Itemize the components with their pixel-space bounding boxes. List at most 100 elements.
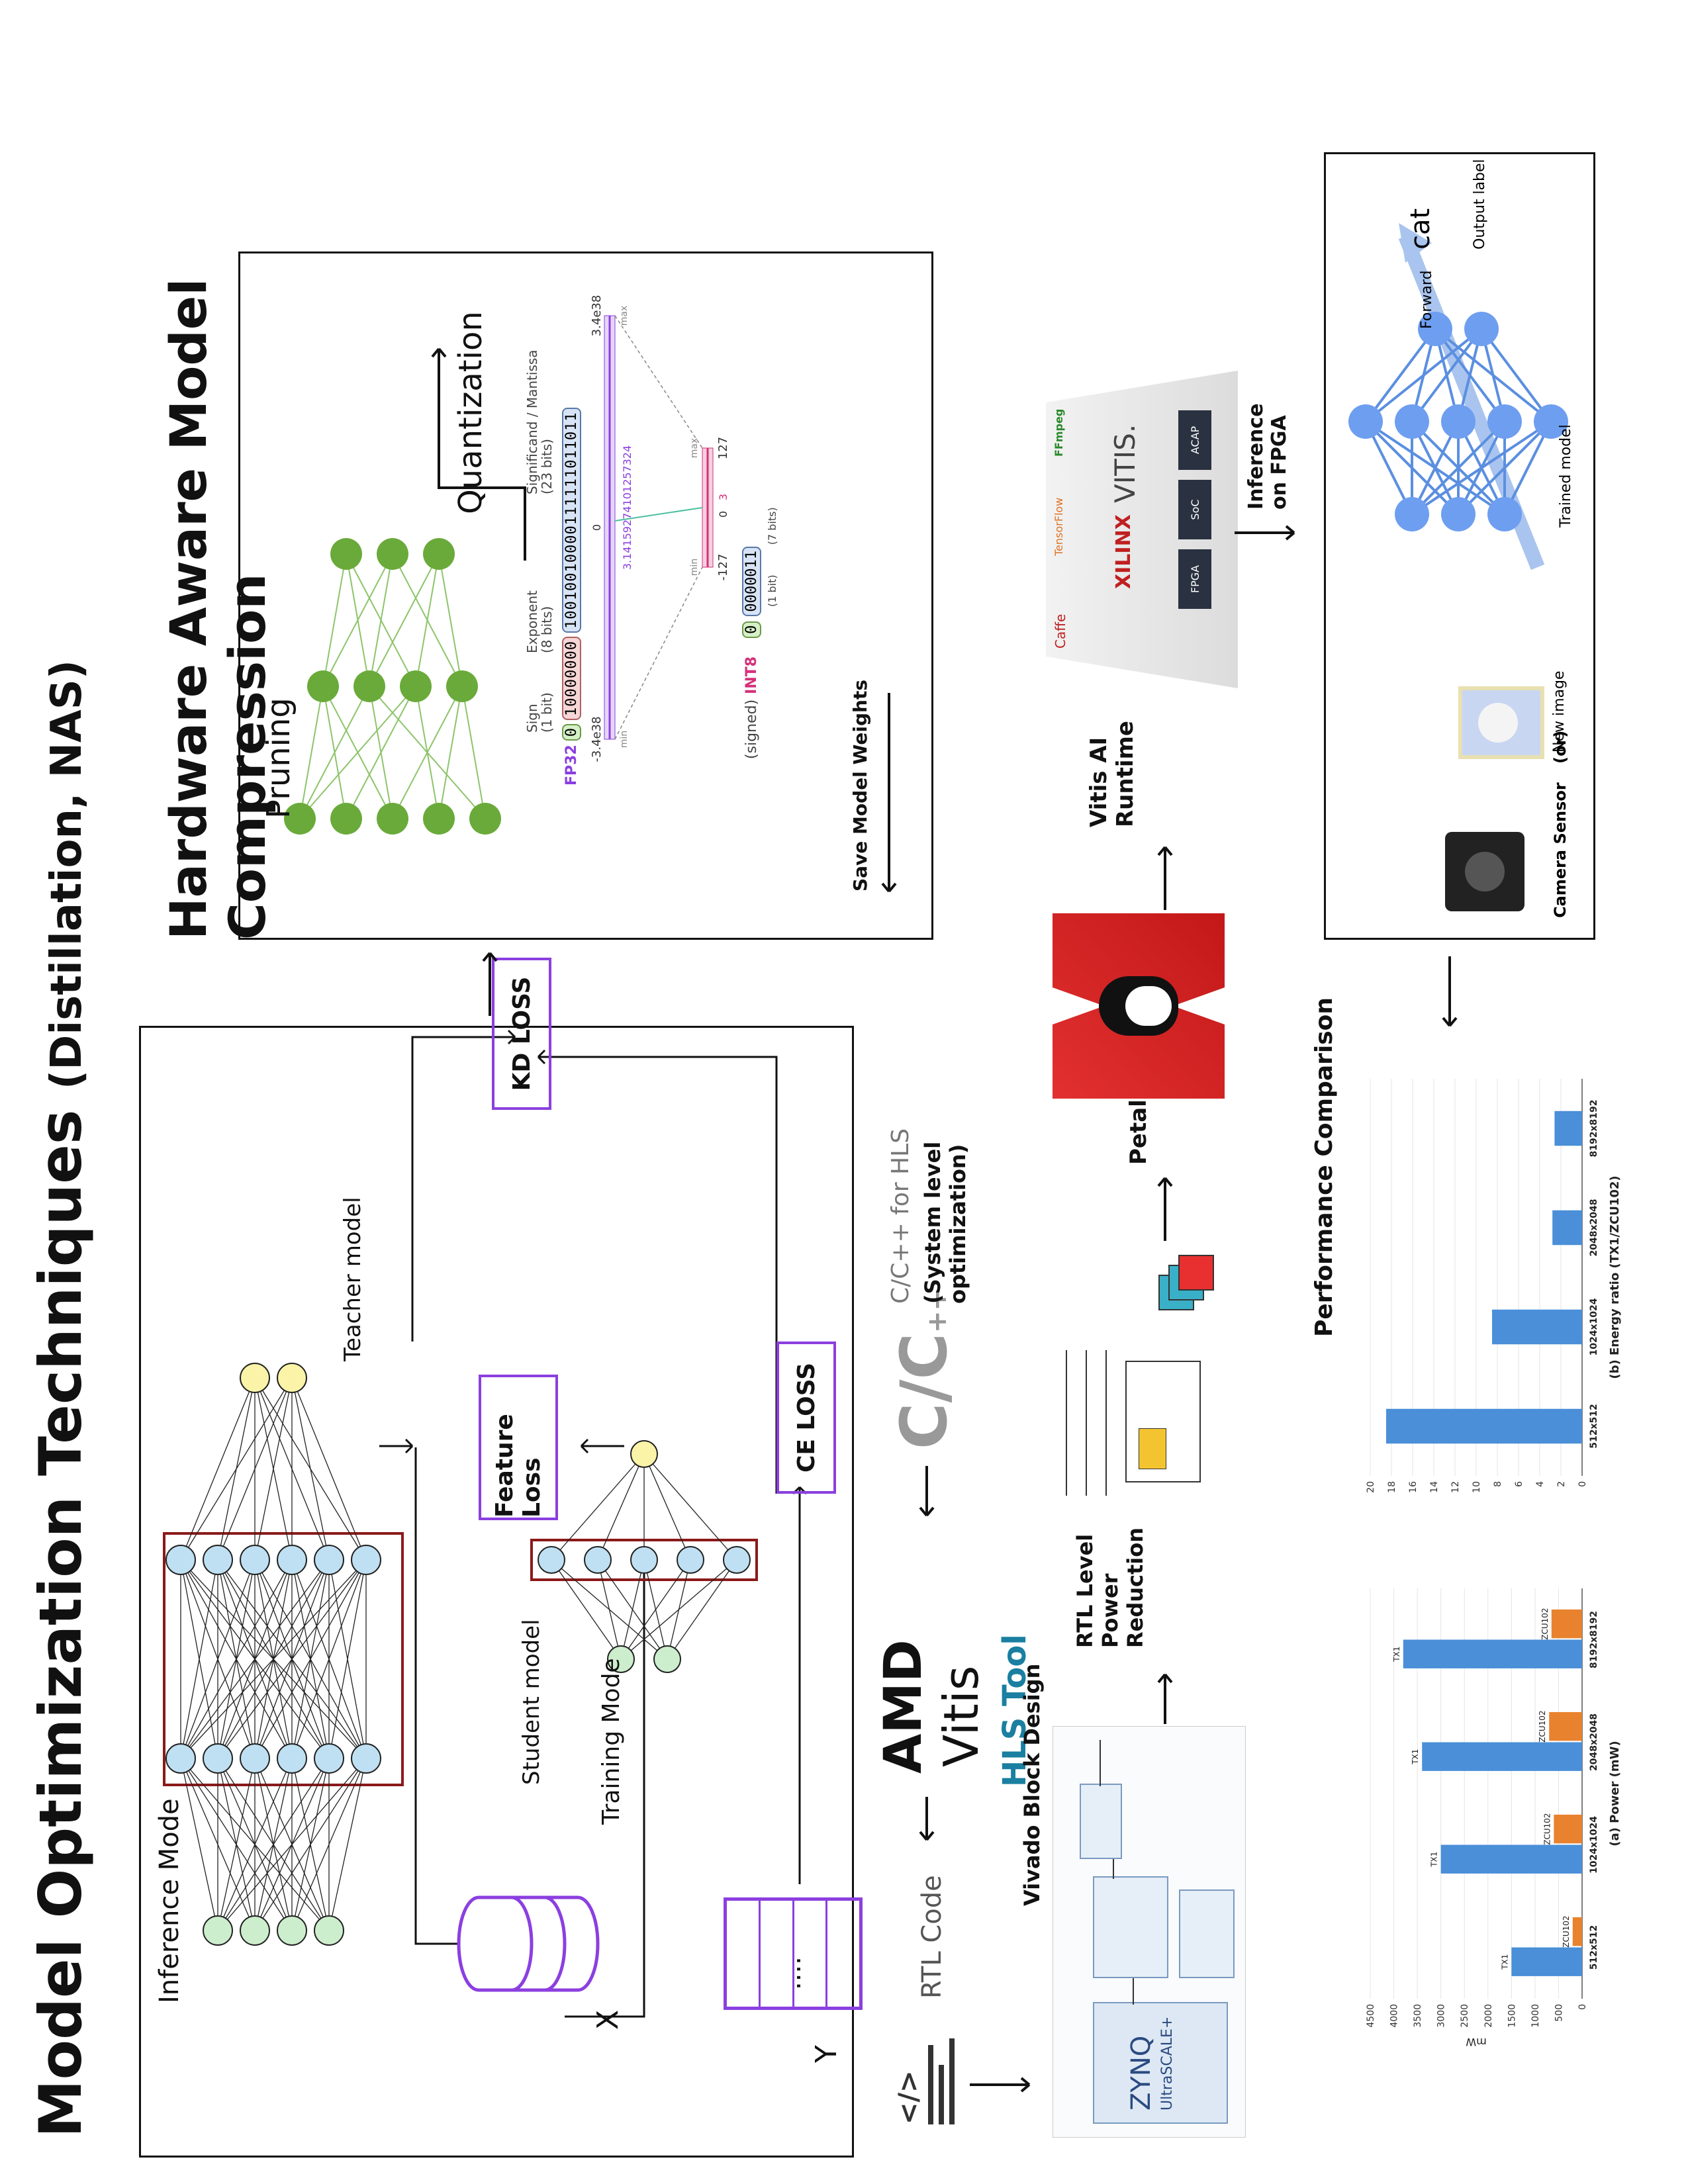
pruning-node [330, 803, 362, 835]
inference-panel: Camera Sensor (or) New image Trained mod… [1324, 152, 1595, 940]
vitis-logo: Vitis [933, 1665, 989, 1767]
trained-model-edge [1434, 328, 1552, 423]
code-icon: </> [894, 2025, 966, 2124]
left-subtitle: (Distillation, NAS) [42, 659, 91, 1090]
inference-fpga-label: Inference on FPGA [1244, 403, 1291, 510]
x-axis-label: (b) Energy ratio (TX1/ZCU102) [1608, 1175, 1622, 1379]
performance-charts: 050010001500200025003000350040004500512x… [1366, 1079, 1622, 2048]
int-max-caption: max [689, 438, 700, 459]
framework-caffe: Caffe [1053, 614, 1068, 649]
sign-bits: (1 bit) [539, 692, 555, 733]
left-title: Model Optimization Techniques (Distillat… [26, 659, 95, 2138]
y-axis-label: mW [1466, 2036, 1487, 2048]
student-node [723, 1546, 751, 1574]
teacher-model-label: Teacher model [340, 1197, 366, 1361]
int-min-label: -127 [716, 554, 730, 581]
pruning-node [423, 538, 455, 570]
rtl-code-label: RTL Code [917, 1875, 947, 1999]
framework-ffmpeg: FFmpeg [1053, 408, 1065, 457]
quantization-arrow [431, 347, 526, 561]
sign-label: Sign [524, 704, 540, 733]
student-node [584, 1546, 612, 1574]
pruning-node [469, 803, 501, 835]
student-edge [643, 1453, 737, 1561]
teacher-node [351, 1743, 381, 1774]
distillation-panel: X .... Y Feature Loss KD LOSS CE LOSS In… [139, 958, 863, 2158]
fp32-sign-bit: 0 [562, 723, 581, 741]
rtl-power-label: RTL Level Power Reduction [1072, 1527, 1148, 1648]
student-node [538, 1546, 565, 1574]
fp-max-label: 3.4e38 [591, 295, 604, 337]
teacher-node [240, 1743, 270, 1774]
teacher-edge [180, 1559, 367, 1759]
teacher-edge [180, 1377, 256, 1561]
signed-label: (signed) [743, 699, 760, 759]
bar-series-label: ZCU102 [1538, 1710, 1547, 1742]
teacher-node [240, 1915, 270, 1946]
bar-series-label: ZCU102 [1562, 1915, 1571, 1947]
trained-model-node [1418, 312, 1452, 346]
trained-model-edge [1364, 420, 1506, 516]
x-tick-label: 512x512 [1589, 1404, 1599, 1448]
arrow-rtl-petalinux [1157, 1177, 1173, 1241]
y-tick-label: 3500 [1413, 2004, 1423, 2028]
min-mapping [614, 567, 703, 740]
y-tick-label: 500 [1554, 2004, 1564, 2022]
x-tick-label: 8192x8192 [1589, 1611, 1599, 1668]
arrow-down-inference [1235, 525, 1295, 541]
trained-model-node [1395, 497, 1429, 531]
bar-zcu102 [1554, 1814, 1583, 1844]
student-edge [643, 1453, 691, 1561]
teacher-node [277, 1743, 307, 1774]
pruning-node [400, 670, 432, 702]
int-value-label: 3 [717, 494, 729, 500]
chip-fpga: FPGA [1178, 549, 1211, 609]
pruning-label: Pruning [260, 698, 297, 819]
y-tick-label: 14 [1429, 1481, 1440, 1493]
teacher-edge [217, 1377, 256, 1561]
fp-min-caption: min [619, 731, 630, 748]
pruning-edge [322, 553, 347, 687]
teacher-edge [291, 1559, 367, 1759]
significand-label: Significand / Mantissa [524, 349, 540, 494]
y-tick-label: 2500 [1460, 2004, 1470, 2028]
int-max-label: 127 [716, 437, 730, 459]
zynq-label: ZYNQ [1126, 2035, 1156, 2111]
y-tick-label: 4 [1535, 1481, 1546, 1487]
student-node [677, 1546, 704, 1574]
arrow-cpp-hls [919, 1466, 935, 1517]
teacher-node [314, 1545, 344, 1575]
pruning-edge [438, 553, 463, 687]
teacher-edge [180, 1559, 256, 1759]
teacher-edge [180, 1559, 293, 1759]
bar-tx1 [1511, 1947, 1582, 1976]
x-label: X [591, 2009, 625, 2030]
amd-logo: AMD [874, 1639, 933, 1774]
teacher-node [203, 1915, 233, 1946]
x-tick-label: 8192x8192 [1589, 1100, 1599, 1158]
bar-tx1 [1403, 1639, 1583, 1668]
teacher-network [163, 1363, 404, 1946]
compression-panel: Pruning Quantization Sign (1 bit) Expone… [238, 251, 933, 940]
y-tick-label: 3000 [1436, 2004, 1447, 2028]
xilinx-logo: XILINX [1112, 514, 1135, 589]
arrow-rtl-amd [919, 1797, 935, 1841]
trained-model-edge [1503, 421, 1552, 515]
inference-mode-label: Inference Mode [154, 1798, 185, 2003]
y-tick-label: 6 [1514, 1481, 1524, 1487]
pruning-edge [369, 686, 393, 819]
pruning-edge [392, 553, 463, 687]
chip-soc: SoC [1178, 480, 1211, 539]
pruning-node [330, 538, 362, 570]
pruning-node [377, 803, 408, 835]
int8-label: INT8 [743, 656, 760, 694]
teacher-edge [328, 1758, 367, 1931]
vivado-block-diagram: ZYNQ UltraSCALE+ [1053, 1726, 1246, 2138]
teacher-node [351, 1545, 381, 1575]
trained-model-node [1534, 404, 1568, 439]
max-mapping [614, 315, 703, 449]
x-tick-label: 1024x1024 [1589, 1816, 1599, 1874]
trained-model-edge [1457, 421, 1506, 515]
teacher-edge [180, 1758, 256, 1931]
vitis-logo-large: VITIS. [1109, 424, 1141, 503]
